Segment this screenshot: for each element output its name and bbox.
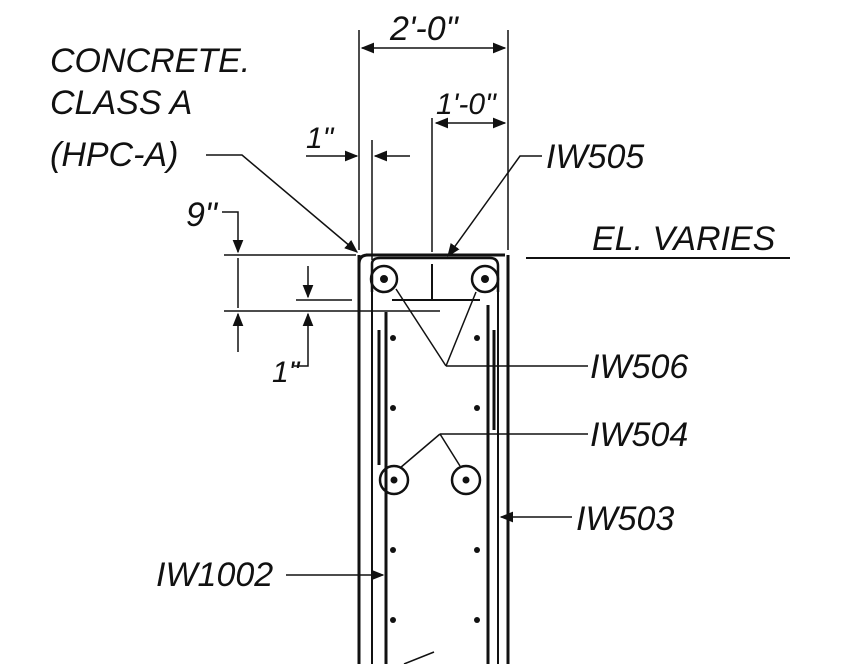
dim-bar-offset: 1'-0" [431, 88, 507, 252]
dim-side-cover: 1" [306, 122, 410, 260]
wall-outline [357, 253, 510, 664]
concrete-label-line-2: CLASS A [50, 84, 192, 122]
label-side-bars: IW503 [576, 500, 674, 538]
callout-side-bars: IW503 [499, 500, 674, 538]
dim-top-depth-label: 9" [186, 196, 219, 234]
label-top-bar: IW505 [546, 138, 644, 176]
concrete-label-line-3: (HPC-A) [50, 136, 178, 174]
dim-top-depth: 9" [186, 196, 440, 352]
concrete-label-line-1: CONCRETE. [50, 42, 250, 80]
corner-bars [369, 264, 500, 294]
callout-vertical-bars: IW1002 [156, 556, 385, 594]
callout-top-bar: IW505 [447, 138, 644, 258]
vertical-bars [371, 275, 499, 664]
dim-overall-width-label: 2'-0" [389, 10, 460, 48]
concrete-note: CONCRETE. CLASS A (HPC-A) [50, 42, 359, 253]
bar-dots [390, 335, 480, 623]
callout-mid-bars: IW504 [399, 416, 688, 469]
dim-top-cover: 1" [272, 266, 352, 389]
dim-top-cover-label: 1" [272, 356, 301, 389]
bottom-leader [403, 651, 435, 664]
label-corner-bars: IW506 [590, 348, 688, 386]
top-hook-bar [370, 256, 500, 301]
label-mid-bars: IW504 [590, 416, 688, 454]
elevation-note: EL. VARIES [526, 220, 790, 259]
dim-bar-offset-label: 1'-0" [436, 88, 497, 121]
callout-corner-bars: IW506 [395, 288, 688, 386]
mid-bars [378, 464, 482, 496]
elevation-label: EL. VARIES [592, 220, 776, 258]
dim-overall-width: 2'-0" [358, 10, 509, 250]
label-vertical-bars: IW1002 [156, 556, 273, 594]
dim-side-cover-label: 1" [306, 122, 335, 155]
